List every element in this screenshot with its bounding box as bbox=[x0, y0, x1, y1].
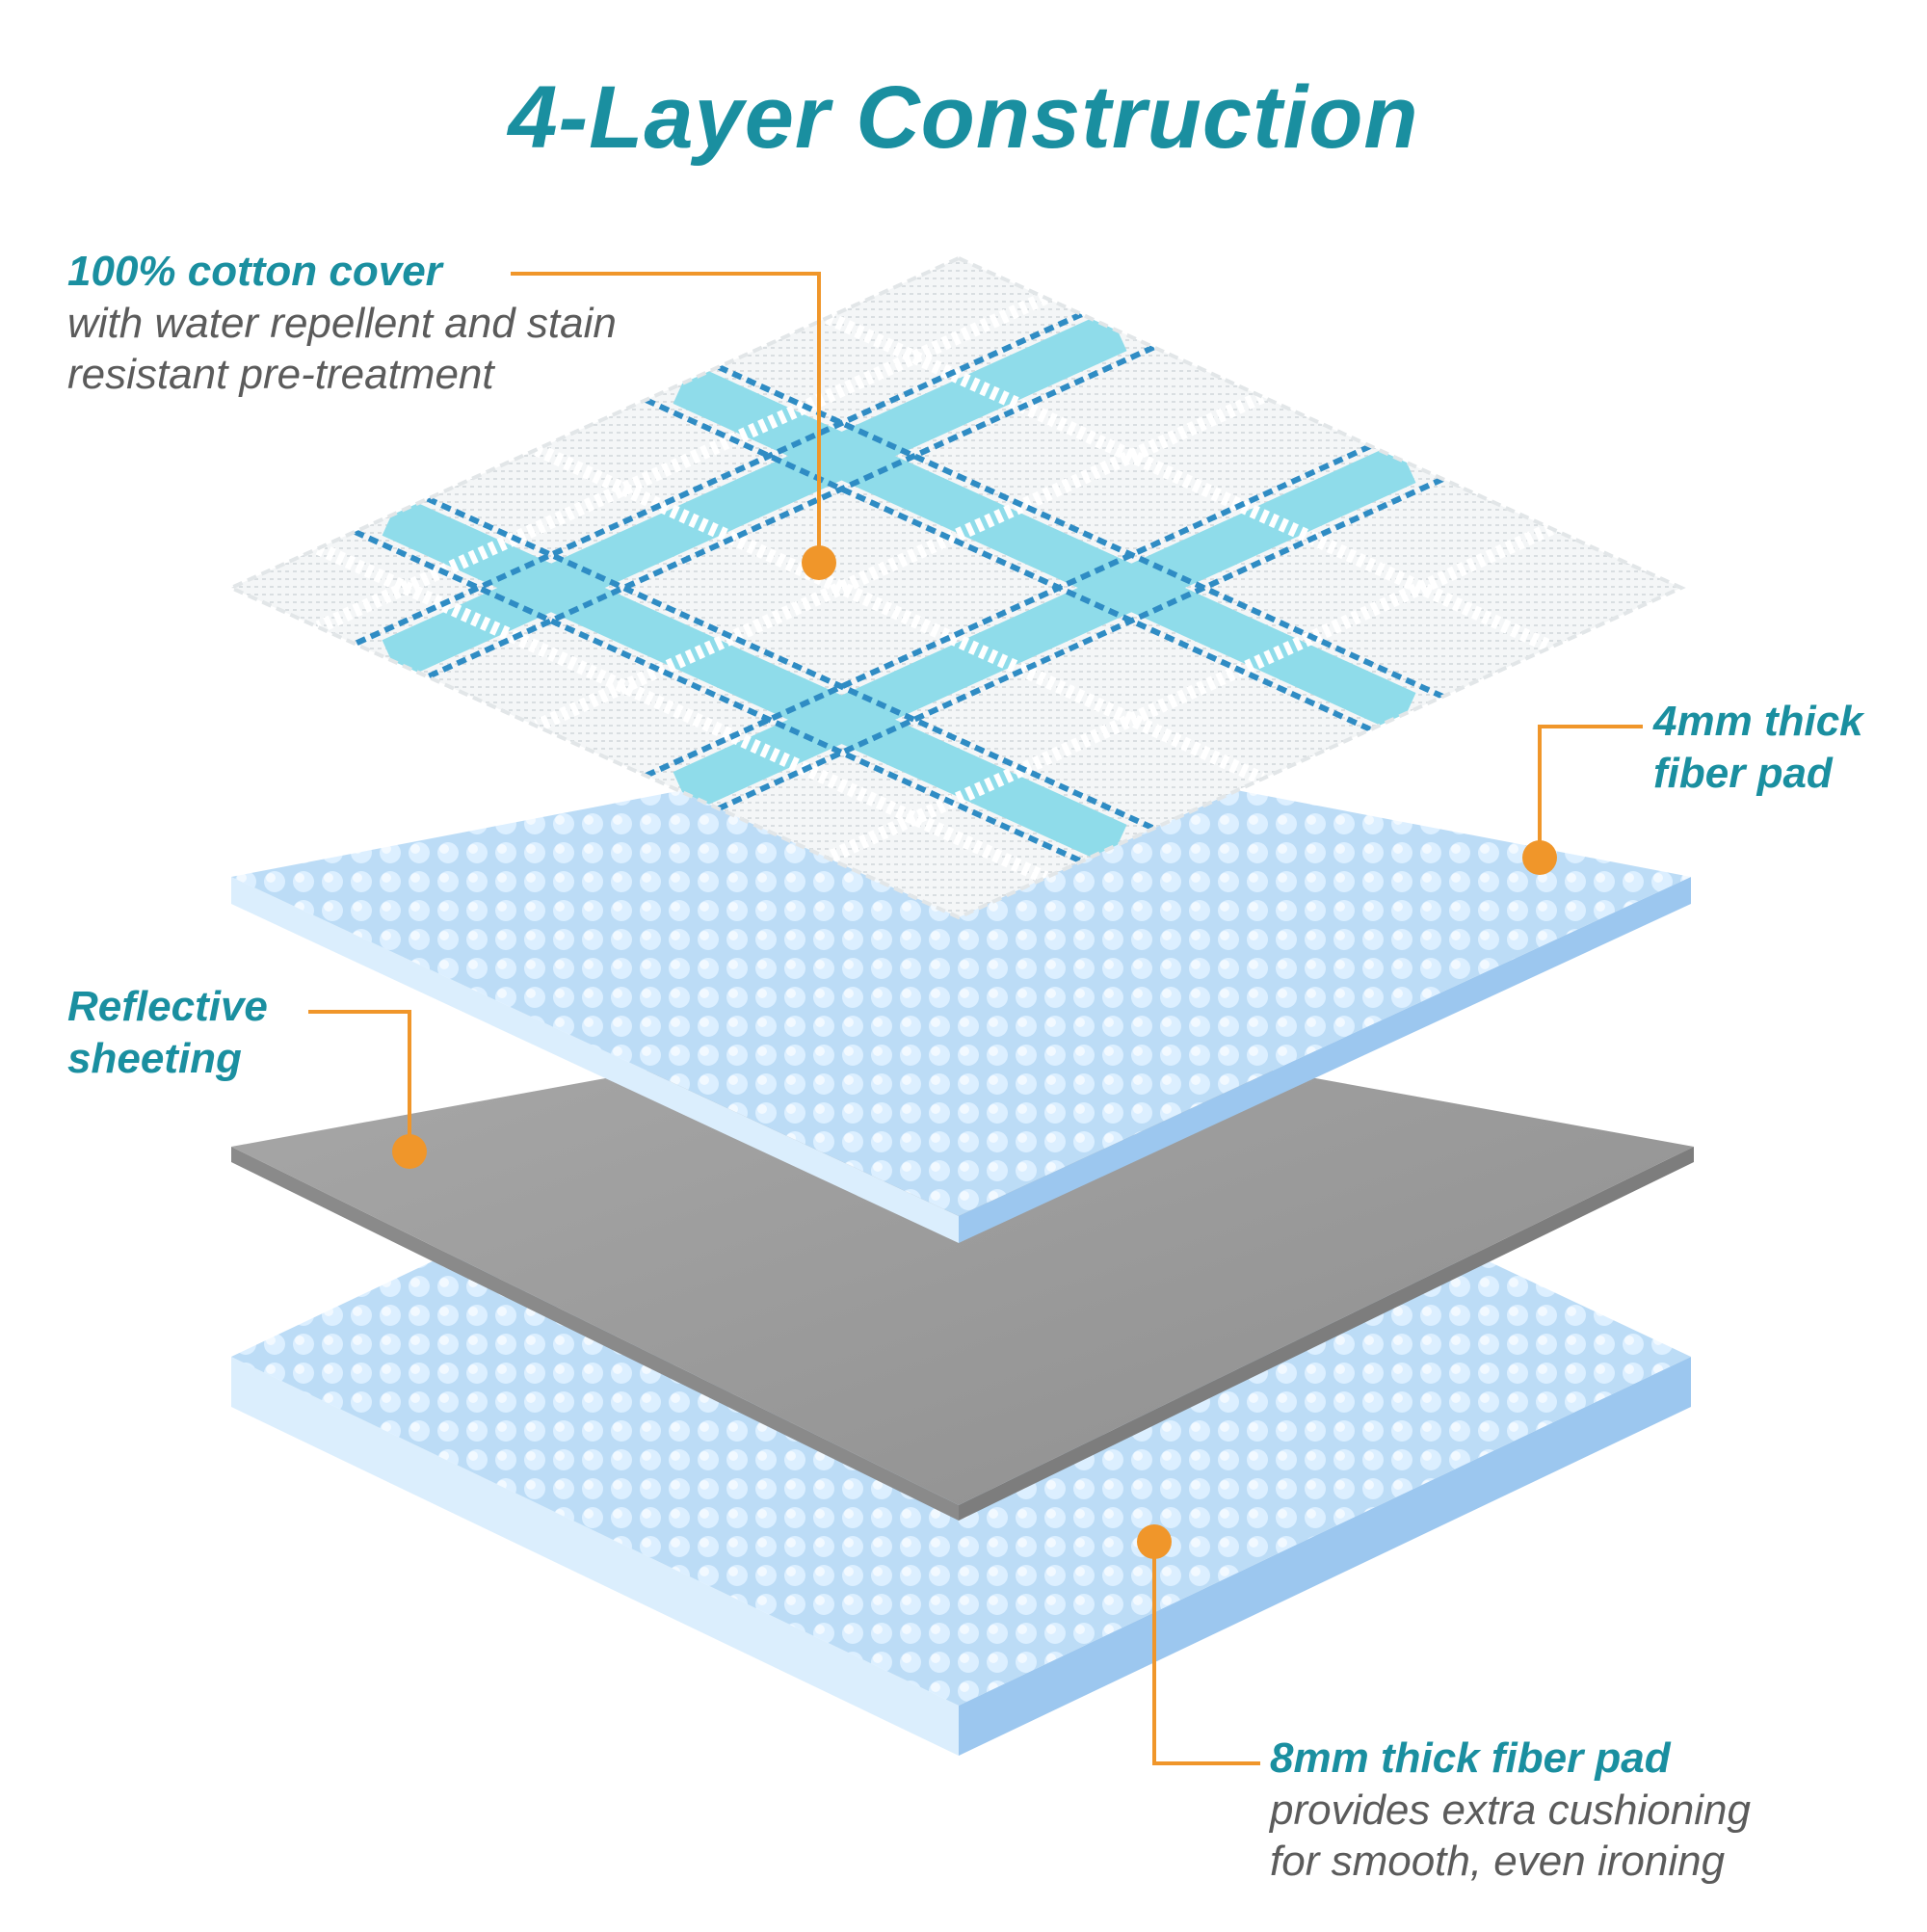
reflective-left-edge bbox=[231, 1147, 959, 1521]
pad-8mm-right-edge bbox=[959, 1357, 1691, 1756]
fiber-pad-4mm-layer bbox=[231, 737, 1691, 1243]
reflective-heading-line-1: Reflective bbox=[67, 983, 268, 1030]
pad-4mm-left-edge bbox=[231, 877, 959, 1243]
fiber-pad-4mm-label: 4mm thick fiber pad bbox=[1653, 696, 1863, 799]
fiber-pad-8mm-description-line-2: for smooth, even ironing bbox=[1270, 1838, 1726, 1886]
cotton-cover-callout-line bbox=[511, 272, 821, 563]
plaid-blue-line-a bbox=[426, 495, 1155, 832]
fiber-pad-4mm-heading-line-1: 4mm thick bbox=[1653, 698, 1863, 745]
fiber-pad-4mm-heading-line-2: fiber pad bbox=[1653, 749, 1833, 797]
pad-4mm-right-edge bbox=[959, 877, 1691, 1243]
plaid-white-stripe-b bbox=[534, 390, 1265, 733]
reflective-callout-dot bbox=[392, 1134, 427, 1169]
fiber-pad-4mm-callout-line bbox=[1538, 725, 1643, 858]
fiber-pad-8mm-heading: 8mm thick fiber pad bbox=[1270, 1734, 1671, 1782]
reflective-callout-line bbox=[308, 1010, 411, 1151]
plaid-blue-line-b bbox=[354, 311, 1083, 647]
plaid-blue-line-b bbox=[426, 344, 1155, 680]
fiber-pad-4mm-callout-dot bbox=[1522, 840, 1557, 875]
plaid-blue-line-b bbox=[717, 476, 1444, 811]
plaid-pattern bbox=[315, 291, 1554, 885]
plaid-blue-line-b bbox=[645, 443, 1372, 779]
callouts bbox=[308, 272, 1643, 1765]
reflective-heading-line-2: sheeting bbox=[67, 1034, 242, 1082]
plaid-band-a bbox=[673, 363, 1416, 733]
cotton-cover-label: 100% cotton cover with water repellent a… bbox=[67, 246, 617, 401]
fiber-pad-8mm-description-line-1: provides extra cushioning bbox=[1270, 1786, 1751, 1834]
pad-8mm-left-edge bbox=[231, 1357, 959, 1756]
fiber-pad-8mm-callout-line bbox=[1152, 1542, 1260, 1765]
cotton-cover-callout-dot bbox=[802, 545, 836, 580]
cotton-cover-description-line-1: with water repellent and stain bbox=[67, 299, 617, 347]
fiber-pad-8mm-label: 8mm thick fiber pad provides extra cushi… bbox=[1270, 1733, 1751, 1888]
cotton-cover-layer bbox=[226, 255, 1686, 920]
fiber-pad-8mm-callout-dot bbox=[1137, 1524, 1172, 1559]
reflective-sheeting-layer bbox=[231, 1014, 1694, 1521]
plaid-blue-line-a bbox=[645, 397, 1372, 732]
cotton-cover-description-line-2: resistant pre-treatment bbox=[67, 351, 494, 399]
plaid-blue-line-a bbox=[717, 364, 1444, 700]
page-title: 4-Layer Construction bbox=[508, 68, 1419, 167]
cover-edge bbox=[226, 255, 1686, 920]
plaid-band-b bbox=[673, 442, 1416, 812]
reflective-right-edge bbox=[959, 1147, 1694, 1521]
cotton-cover-heading: 100% cotton cover bbox=[67, 248, 442, 295]
pad-4mm-top-surface bbox=[231, 737, 1691, 1216]
reflective-top-surface bbox=[231, 1014, 1694, 1505]
reflective-sheeting-label: Reflective sheeting bbox=[67, 981, 268, 1084]
plaid-blue-line-a bbox=[354, 529, 1083, 864]
